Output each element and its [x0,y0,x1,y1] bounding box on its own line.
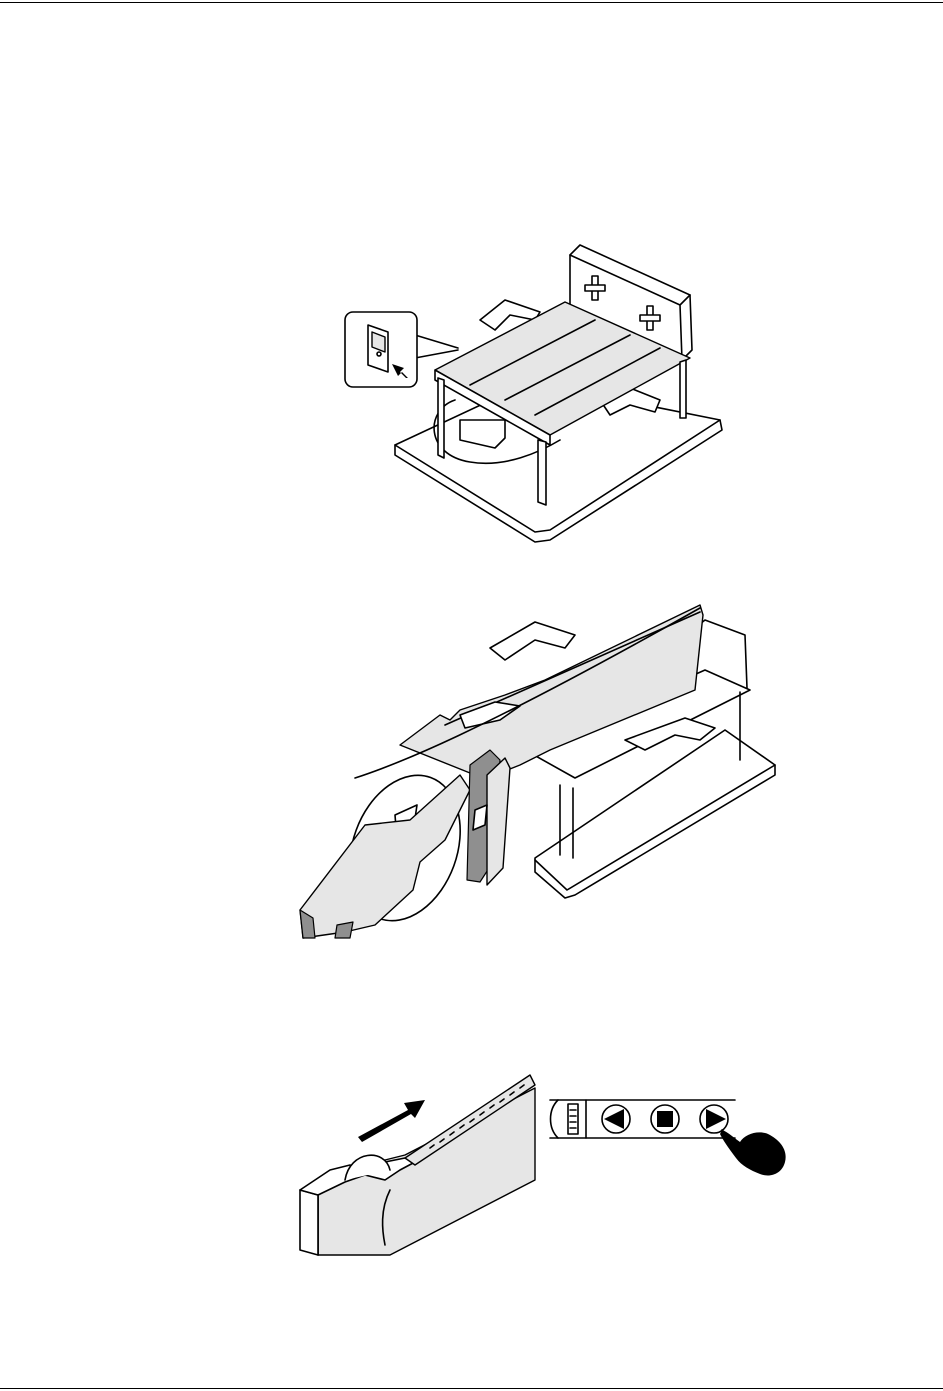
jig-leg-right [680,360,686,418]
forward-button[interactable] [700,1105,728,1133]
stop-button-icon [657,1111,673,1127]
figure-jig-power-switch [330,240,730,550]
jig-leg-front [538,440,546,505]
tape-direction-arrow-icon [358,1100,425,1142]
figure-feeder-on-jig [295,600,785,950]
footer-rule [0,1388,943,1389]
figure-tape-advance [290,1070,800,1260]
header-rule [0,2,943,3]
stop-button[interactable] [651,1105,679,1133]
reverse-button[interactable] [602,1105,630,1133]
rocker-switch-icon [368,325,388,372]
jig-leg-left [438,378,444,458]
panel-connector [568,1104,578,1134]
